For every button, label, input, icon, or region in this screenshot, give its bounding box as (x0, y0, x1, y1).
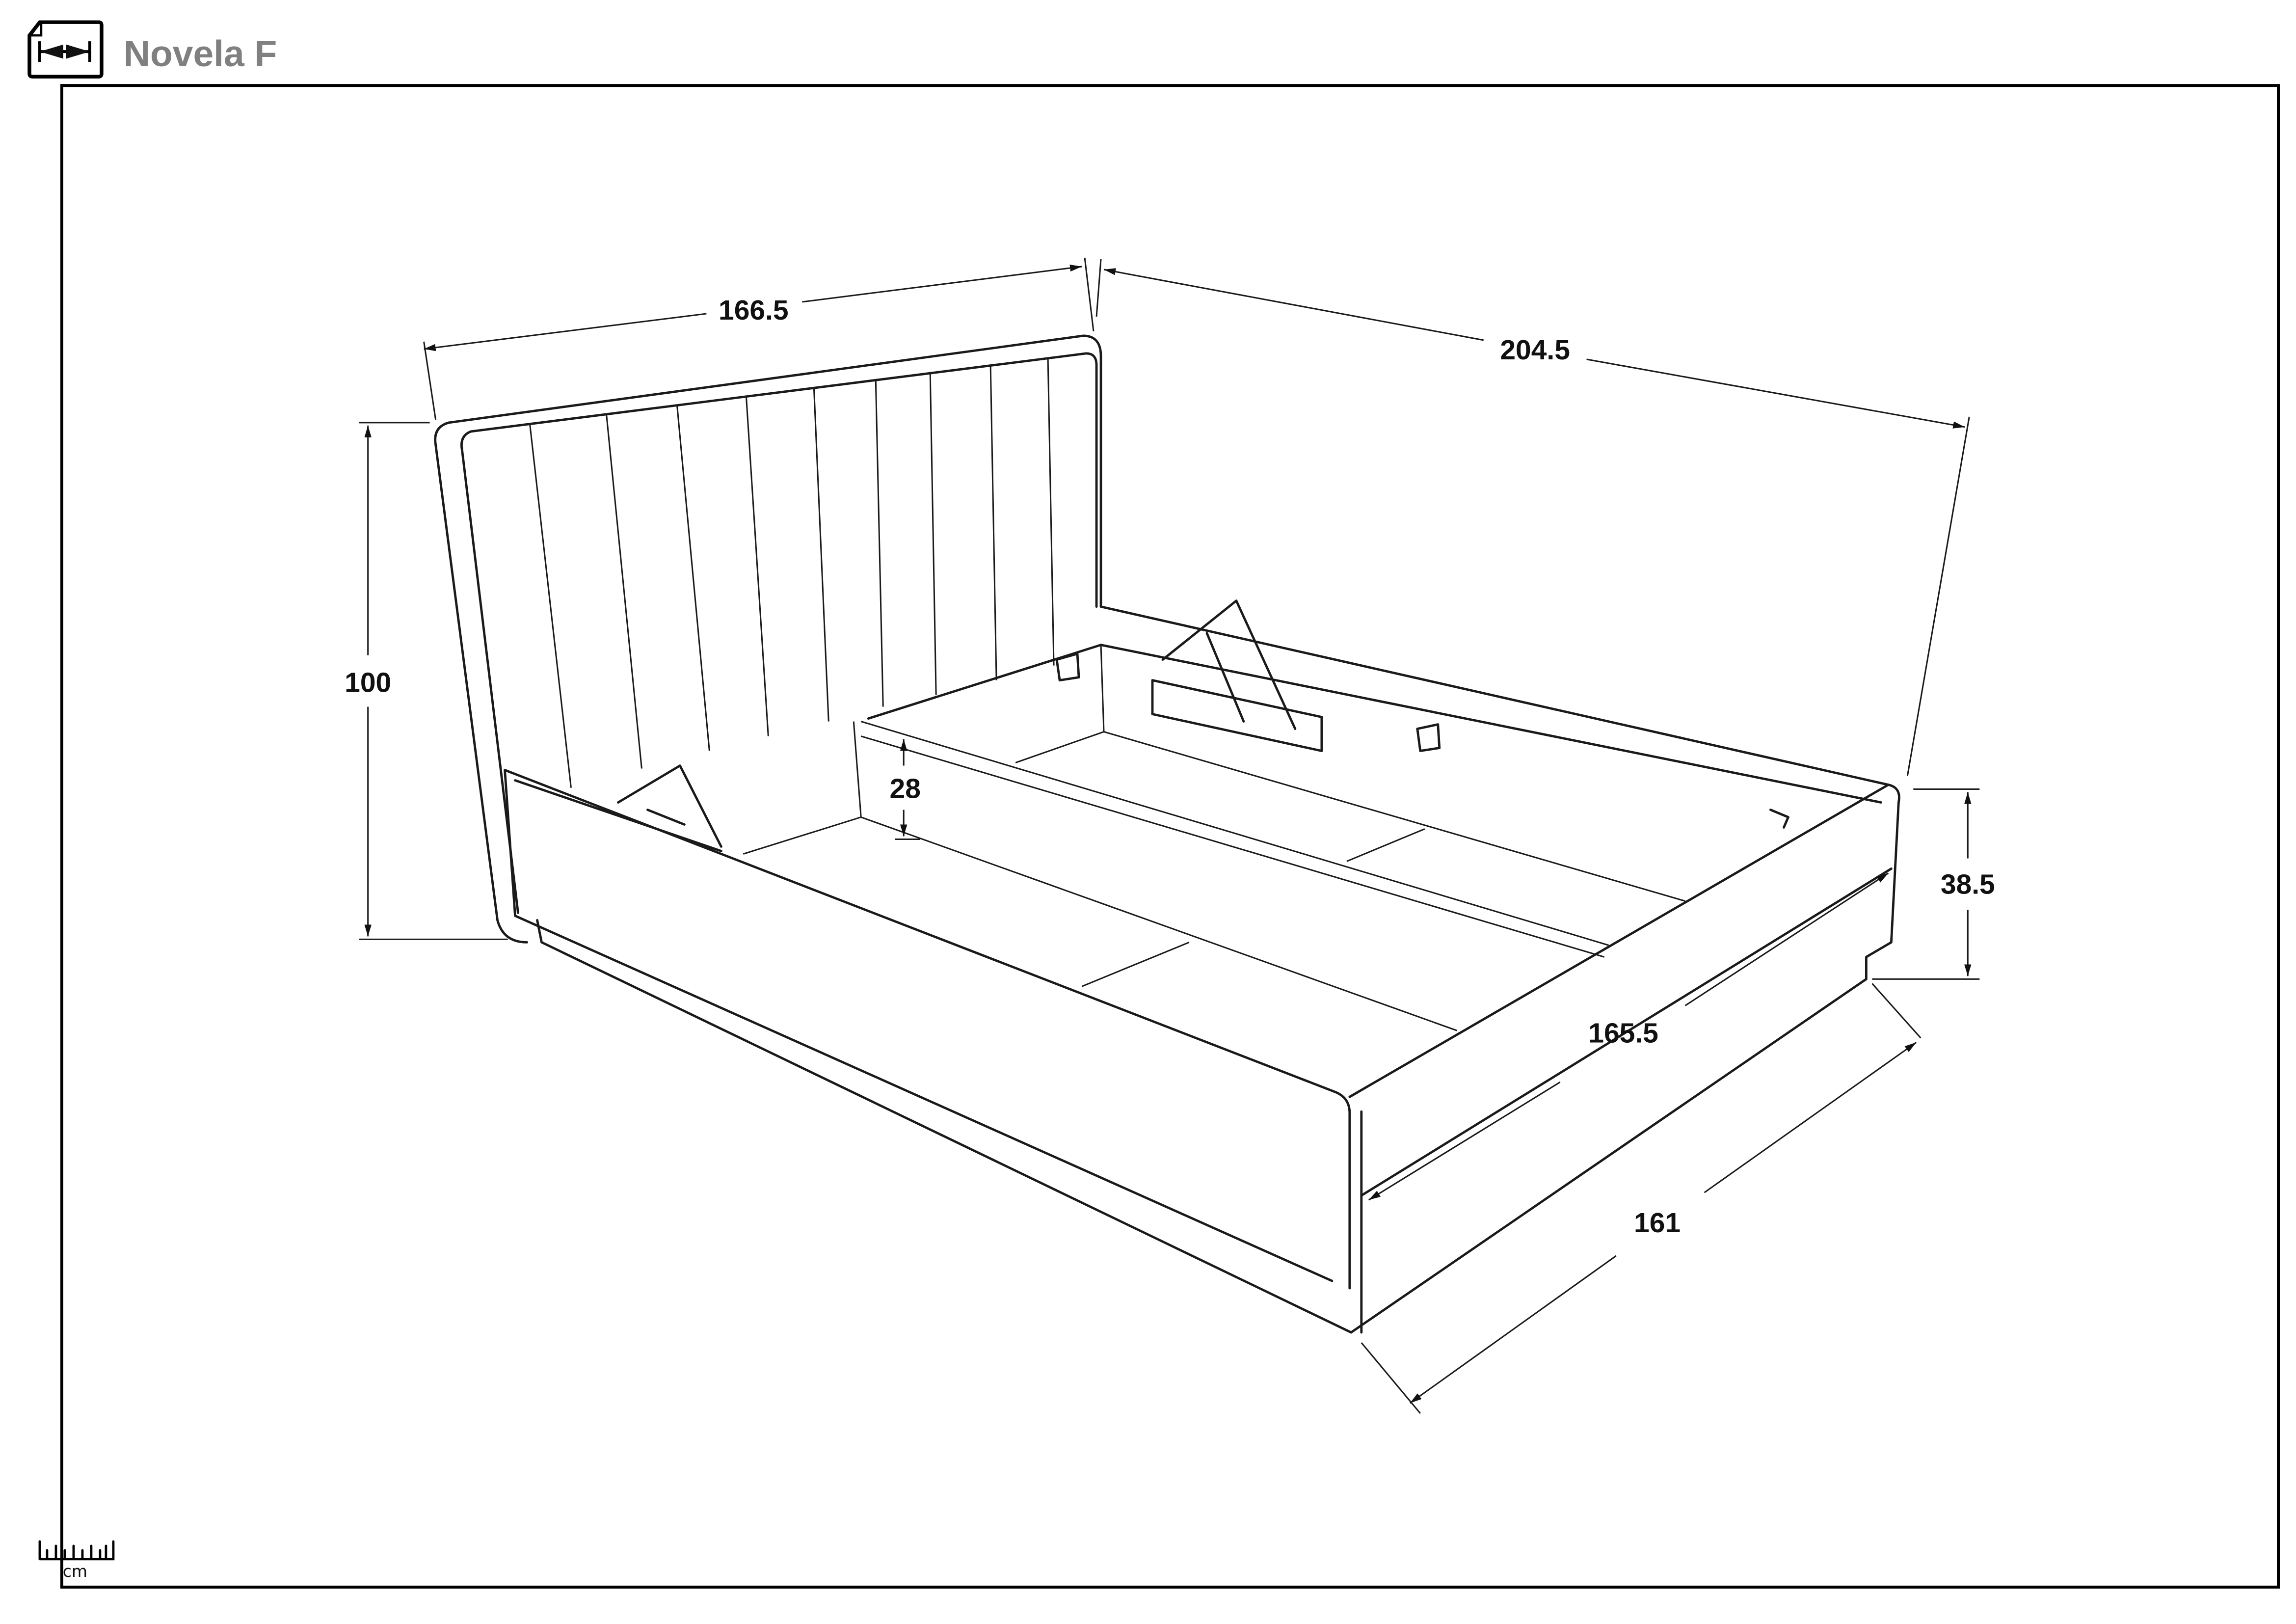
dim-label-length: 204.5 (1500, 334, 1570, 366)
scale-unit-label: cm (63, 1562, 87, 1581)
product-title: Novela F (124, 33, 277, 74)
dim-label-storage-depth: 28 (890, 773, 921, 805)
dim-label-headboard-height: 100 (345, 667, 391, 699)
dim-label-inner-width: 165.5 (1588, 1017, 1658, 1049)
dim-headboard-height: 100 (345, 422, 508, 940)
headboard (434, 334, 1102, 944)
dimensions-icon (27, 20, 104, 79)
dim-storage-depth: 28 (890, 739, 921, 840)
dim-frame-height: 38.5 (1872, 788, 1995, 980)
dim-label-headboard-width: 166.5 (719, 295, 789, 326)
dim-length: 204.5 (1095, 259, 1970, 776)
bed-frame (504, 599, 1900, 1334)
dim-base-width: 161 (1361, 983, 1922, 1414)
dim-headboard-width: 166.5 (423, 257, 1095, 420)
drawing-frame (60, 84, 2280, 1589)
dim-label-frame-height: 38.5 (1941, 868, 1995, 900)
dim-label-base-width: 161 (1634, 1207, 1681, 1239)
dim-inner-width: 165.5 (1368, 872, 1889, 1201)
ruler-icon (38, 1540, 115, 1561)
